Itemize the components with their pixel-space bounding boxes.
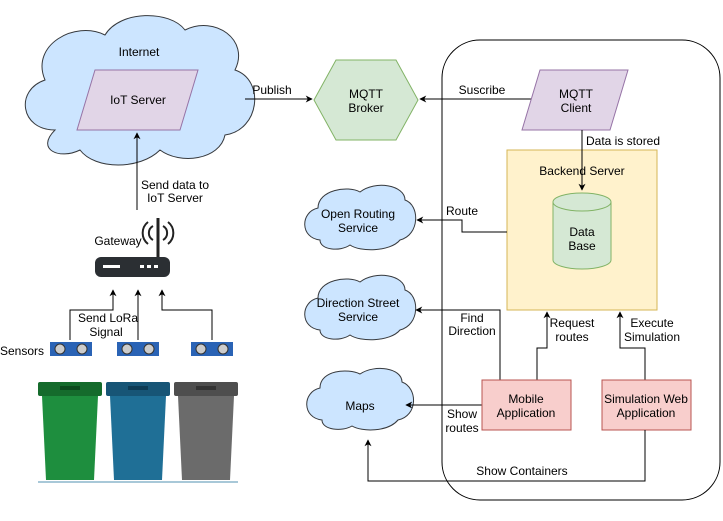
request-routes-label-1: Request [550,316,595,330]
mqtt-client-node [521,69,629,131]
gateway-label: Gateway [94,234,141,248]
maps-label: Maps [345,399,374,413]
route-arrow [416,216,507,233]
send-lora-label-2: Signal [89,325,122,339]
direction-street-label-1: Direction Street [317,296,400,310]
open-routing-label-2: Service [338,221,378,235]
publish-label: Publish [252,83,291,97]
execute-simulation-arrow [616,311,646,380]
ultrasonic-sensor-icon [117,342,159,356]
open-routing-cloud [304,184,417,251]
mobile-app-label-1: Mobile [508,392,544,406]
show-containers-arrow [364,430,646,482]
mqtt-client-label-1: MQTT [559,87,594,101]
trash-bin-icon [106,382,170,480]
find-direction-arrow [415,306,501,380]
find-direction-label-2: Direction [448,324,495,338]
simulation-web-app-box [601,379,692,431]
simulation-web-label-2: Application [617,406,676,420]
request-routes-arrow [536,311,551,380]
direction-street-cloud [304,274,417,341]
mobile-app-label-2: Application [497,406,556,420]
mobile-app-box [481,379,572,431]
find-direction-label-1: Find [460,311,483,325]
subscribe-label: Suscribe [459,83,506,97]
trash-bin-icon [174,382,238,480]
maps-cloud [306,367,414,431]
show-routes-label-1: Show [447,407,477,421]
sensors-label: Sensors [0,344,44,358]
send-data-label-2: IoT Server [147,191,203,205]
send-lora-label-1: Send LoRa [78,311,138,325]
show-routes-label-2: routes [445,421,478,435]
lora-arrow-3 [158,289,213,340]
execute-simulation-label-2: Simulation [624,330,680,344]
database-node [552,192,612,270]
execute-simulation-label-1: Execute [630,316,674,330]
ultrasonic-sensor-icon [191,342,233,356]
iot-server-node [76,69,199,131]
direction-street-label-2: Service [338,310,378,324]
send-data-label-1: Send data to [141,178,209,192]
open-routing-label-1: Open Routing [321,207,395,221]
wifi-router-icon [95,218,175,277]
mqtt-broker-label-1: MQTT [349,87,384,101]
lora-arrow-1 [69,289,117,340]
route-label: Route [446,204,478,218]
show-containers-label: Show Containers [476,464,567,478]
request-routes-label-2: routes [555,330,588,344]
trash-bin-icon [38,382,102,480]
ultrasonic-sensor-icon [50,342,92,356]
mqtt-client-label-2: Client [561,101,592,115]
database-label-2: Base [568,239,596,253]
iot-server-label: IoT Server [110,93,166,107]
system-boundary [441,39,721,501]
internet-label: Internet [119,45,160,59]
mqtt-broker-node [313,59,419,141]
data-stored-label: Data is stored [586,134,660,148]
mqtt-broker-label-2: Broker [348,101,383,115]
simulation-web-label-1: Simulation Web [604,392,688,406]
database-label-1: Data [569,225,595,239]
